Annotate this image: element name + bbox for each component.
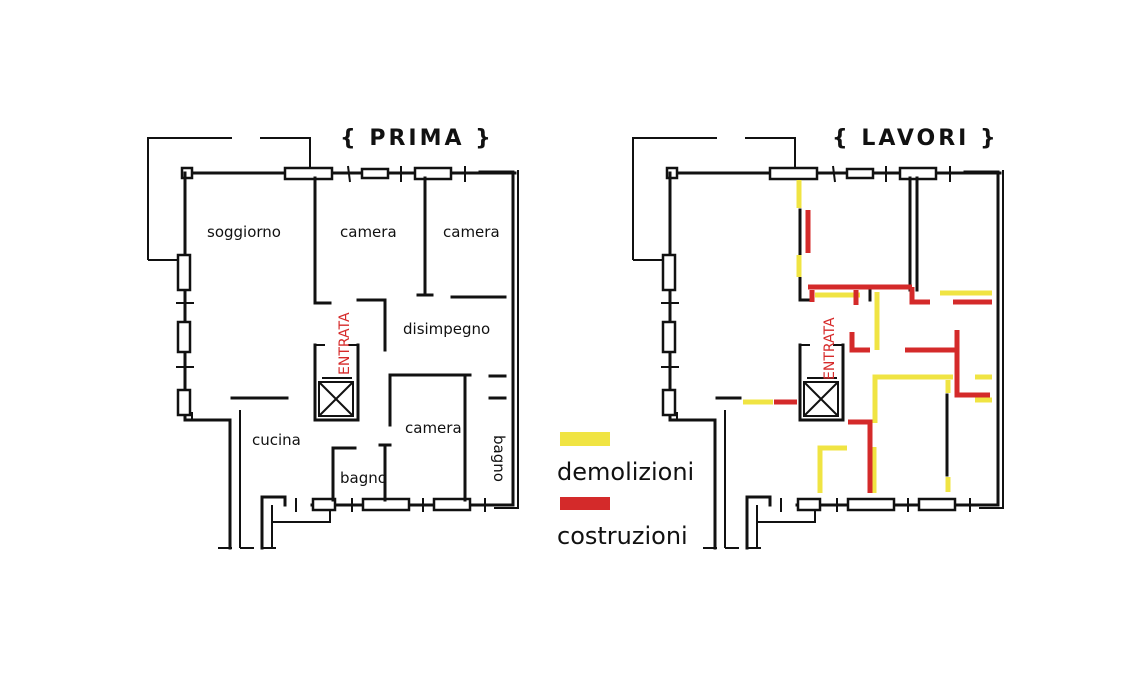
room-label-camera: camera xyxy=(340,223,397,241)
legend-swatch-demolition xyxy=(560,432,610,446)
legend-label-costruzioni: costruzioni xyxy=(557,522,688,550)
plan-works-title: { LAVORI } xyxy=(832,126,999,151)
legend: demolizioni costruzioni xyxy=(557,432,694,550)
demolition-walls xyxy=(743,180,992,493)
room-label-cucina: cucina xyxy=(252,431,301,449)
room-label-camera: camera xyxy=(443,223,500,241)
room-label-bagno: bagno xyxy=(490,435,508,482)
entrance-label: ENTRATA xyxy=(822,317,838,380)
construction-walls xyxy=(774,210,992,493)
plan-works: { LAVORI } ENTRATA xyxy=(631,126,1005,550)
legend-label-demolizioni: demolizioni xyxy=(557,458,694,486)
plan-before: { PRIMA } soggiorno camera camera disimp… xyxy=(146,126,520,550)
plan-before-title: { PRIMA } xyxy=(340,126,494,151)
room-label-disimpegno: disimpegno xyxy=(403,320,490,338)
room-label-camera: camera xyxy=(405,419,462,437)
room-label-soggiorno: soggiorno xyxy=(207,223,281,241)
entrance-label: ENTRATA xyxy=(337,312,353,375)
room-label-bagno: bagno xyxy=(340,469,387,487)
legend-swatch-construction xyxy=(560,497,610,510)
